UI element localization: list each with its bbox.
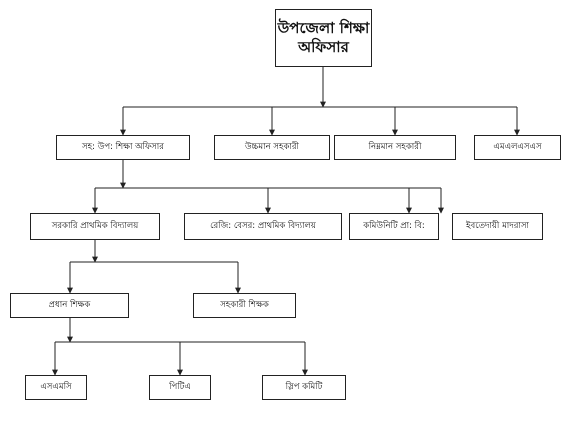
node-asst-upazila-education-officer: সহ: উপ: শিক্ষা অফিসার: [56, 135, 190, 160]
node-lower-clerk: নিম্নমান সহকারী: [334, 135, 456, 160]
root-label-line2: অফিসার: [298, 38, 349, 56]
node-smc: এসএমসি: [25, 375, 87, 400]
node-community-primary-school: কমিউনিটি প্রা: বি:: [349, 213, 439, 240]
node-regd-private-primary-school: রেজি: বেসর: প্রাথমিক বিদ্যালয়: [184, 213, 342, 240]
node-head-teacher: প্রধান শিক্ষক: [10, 293, 129, 318]
node-govt-primary-school: সরকারি প্রাথমিক বিদ্যালয়: [30, 213, 160, 240]
node-pta: পিটিএ: [149, 375, 211, 400]
node-assistant-teacher: সহকারী শিক্ষক: [193, 293, 296, 318]
node-slip-committee: স্লিপ কমিটি: [262, 375, 346, 400]
node-mlss: এমএলএসএস: [474, 135, 561, 160]
node-ebtedayee-madrasa: ইবতেদায়ী মাদরাসা: [452, 213, 543, 240]
node-higher-clerk: উচ্চমান সহকারী: [214, 135, 330, 160]
root-node: উপজেলা শিক্ষা অফিসার: [275, 9, 372, 67]
root-label-line1: উপজেলা শিক্ষা: [277, 18, 370, 37]
